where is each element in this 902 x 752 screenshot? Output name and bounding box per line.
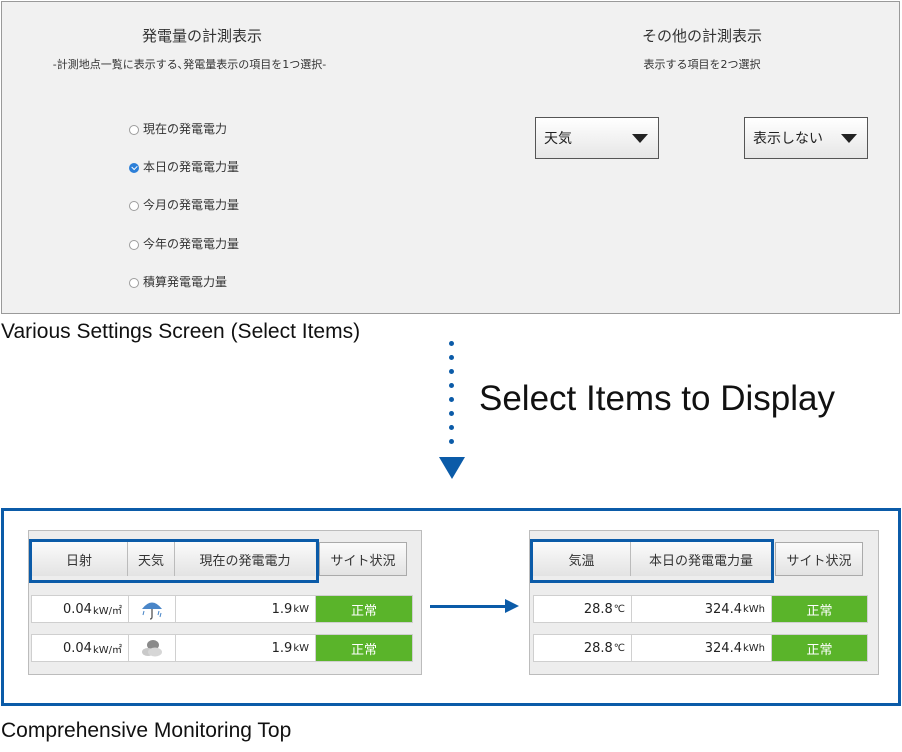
radio-option-month-energy[interactable]: 今月の発電電力量 [129,195,239,213]
other-display-subtitle: 表示する項目を2つ選択 [643,58,761,71]
radio-button[interactable] [129,240,139,250]
monitor-caption: Comprehensive Monitoring Top [1,719,292,742]
generation-display-subtitle: -計測地点一覧に表示する､発電量表示の項目を1つ選択- [52,58,327,71]
chevron-down-icon [841,133,857,143]
header-site-status: サイト状況 [775,542,863,576]
radio-label: 今月の発電電力量 [143,197,240,212]
settings-panel: 発電量の計測表示 -計測地点一覧に表示する､発電量表示の項目を1つ選択- その他… [1,1,900,314]
radio-label: 現在の発電電力 [143,121,228,136]
umbrella-rain-icon [142,602,162,620]
select-value: 天気 [544,131,572,147]
temperature-cell: 28.8℃ [534,635,632,661]
highlight-box-after [530,539,774,583]
header-site-status: サイト状況 [319,542,407,576]
radio-label: 今年の発電電力量 [143,236,240,251]
radio-button[interactable] [129,201,139,211]
temperature-cell: 28.8℃ [534,596,632,622]
cloud-icon [142,640,162,657]
header-irradiance: 日射 [31,542,128,576]
radio-option-current-power[interactable]: 現在の発電電力 [129,119,227,137]
header-row-before: 日射 天気 現在の発電電力 サイト状況 [31,542,407,576]
header-row-after: 気温 本日の発電電力量 サイト状況 [533,542,863,576]
radio-option-total-energy[interactable]: 積算発電電力量 [129,272,227,290]
settings-caption: Various Settings Screen (Select Items) [1,320,361,343]
weather-select[interactable]: 天気 [535,117,659,159]
radio-option-year-energy[interactable]: 今年の発電電力量 [129,234,239,252]
radio-button[interactable] [129,125,139,135]
header-weather: 天気 [128,542,175,576]
select-value: 表示しない [753,131,823,147]
highlight-box-before [29,539,319,583]
other-display-title: その他の計測表示 [641,27,762,45]
arrow-right-icon [505,599,519,613]
header-temperature: 気温 [533,542,631,576]
status-badge: 正常 [772,596,867,622]
chevron-down-icon [632,133,648,143]
display-none-select[interactable]: 表示しない [744,117,868,159]
status-badge: 正常 [316,635,412,661]
generation-display-title: 発電量の計測表示 [141,27,262,45]
transition-arrow [430,605,510,608]
header-today-energy: 本日の発電電力量 [631,542,771,576]
status-badge: 正常 [772,635,867,661]
radio-label: 積算発電電力量 [143,274,228,289]
status-badge: 正常 [316,596,412,622]
radio-label: 本日の発電電力量 [143,159,240,174]
arrow-down-icon [439,457,465,479]
action-caption: Select Items to Display [479,379,835,418]
radio-option-today-energy[interactable]: 本日の発電電力量 [129,157,239,175]
header-current-power: 現在の発電電力 [175,542,315,576]
radio-button-checked[interactable] [129,163,139,173]
weather-cell [129,635,176,661]
weather-cell [129,596,176,622]
radio-button[interactable] [129,278,139,288]
